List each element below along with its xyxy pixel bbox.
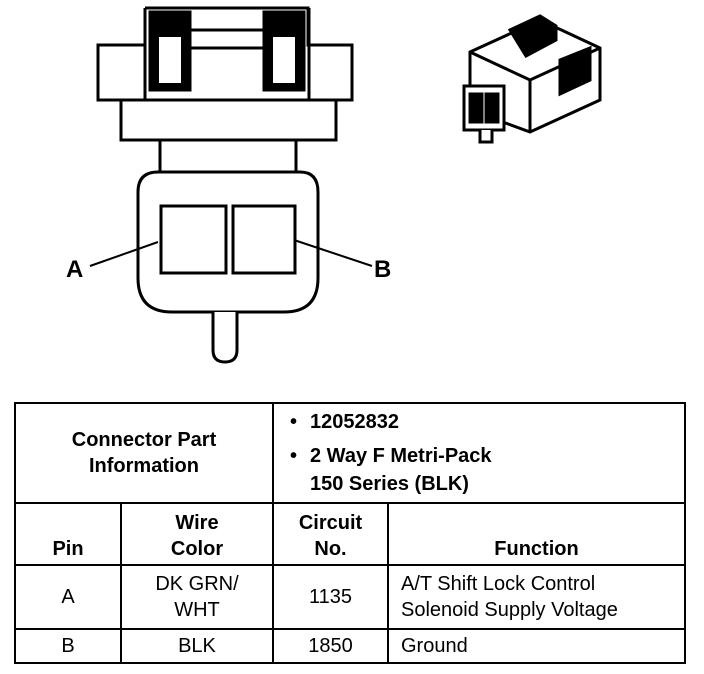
neck: [158, 140, 298, 172]
iso-rib: [558, 45, 592, 97]
function-cell: A/T Shift Lock Control Solenoid Supply V…: [386, 564, 687, 630]
col-header-wire-line1: Wire: [175, 512, 219, 534]
leader-b: [293, 239, 373, 267]
col-header-wire-color: Wire Color: [120, 502, 274, 566]
col-header-circuit: Circuit No.: [272, 502, 389, 566]
connector-isometric-view: [462, 14, 602, 144]
iso-cavity-right: [484, 92, 500, 124]
col-header-circuit-line2: No.: [314, 538, 347, 560]
part-info-row: Connector Part Information • 12052832 • …: [14, 402, 687, 504]
table-row: B BLK 1850 Ground: [14, 628, 687, 664]
latch-left-window: [157, 35, 183, 85]
connector-face-view: [89, 6, 373, 364]
pin-cell: A: [14, 564, 122, 630]
cavity-a: [159, 204, 228, 275]
connector-diagram: A B: [66, 6, 602, 364]
bullet-icon: •: [290, 411, 298, 433]
col-header-circuit-line1: Circuit: [298, 512, 363, 534]
leader-a: [89, 241, 159, 267]
col-header-pin: Pin: [14, 502, 122, 566]
part-desc-line2: 150 Series (BLK): [310, 473, 469, 495]
pin-label-a: A: [66, 256, 83, 283]
col-header-wire-line2: Color: [170, 538, 224, 560]
part-info-label-cell: Connector Part Information: [14, 402, 274, 504]
iso-peg: [478, 130, 494, 144]
column-header-row: Pin Wire Color Circuit No. Function: [14, 502, 687, 566]
cavity-b: [231, 204, 297, 275]
function-cell: Ground: [386, 628, 687, 664]
pin-cell: B: [14, 628, 122, 664]
circuit-cell: 1850: [272, 628, 389, 664]
crossbar: [119, 98, 338, 142]
part-desc-line: • 2 Way F Metri-Pack: [290, 442, 684, 470]
wire-color-cell: DK GRN/ WHT: [120, 564, 274, 630]
part-number: 12052832: [310, 411, 399, 433]
circuit-cell: 1135: [272, 564, 389, 630]
part-info-label-line1: Connector Part: [71, 429, 217, 451]
latch-bridge: [190, 28, 264, 50]
table-row: A DK GRN/ WHT 1135 A/T Shift Lock Contro…: [14, 564, 687, 630]
function-line2: Solenoid Supply Voltage: [401, 599, 618, 621]
latch-outline: [96, 8, 147, 102]
bullet-icon: •: [290, 445, 298, 467]
bottom-peg: [211, 312, 239, 364]
connector-info-table: Connector Part Information • 12052832 • …: [14, 402, 687, 664]
col-header-function: Function: [386, 502, 687, 566]
part-number-line: • 12052832: [290, 408, 684, 436]
wire-color-cell: BLK: [120, 628, 274, 664]
pin-label-b: B: [374, 256, 391, 283]
iso-latch: [507, 14, 558, 58]
wire-color-line2: WHT: [174, 599, 220, 621]
wire-color-line1: DK GRN/: [155, 573, 239, 595]
latch-right-window: [271, 35, 297, 85]
part-info-label-line2: Information: [89, 455, 199, 477]
part-desc-line1: 2 Way F Metri-Pack: [310, 445, 492, 467]
part-info-value-cell: • 12052832 • 2 Way F Metri-Pack 150 Seri…: [271, 402, 687, 504]
function-line1: A/T Shift Lock Control: [401, 573, 596, 595]
iso-cavity-left: [468, 92, 484, 124]
